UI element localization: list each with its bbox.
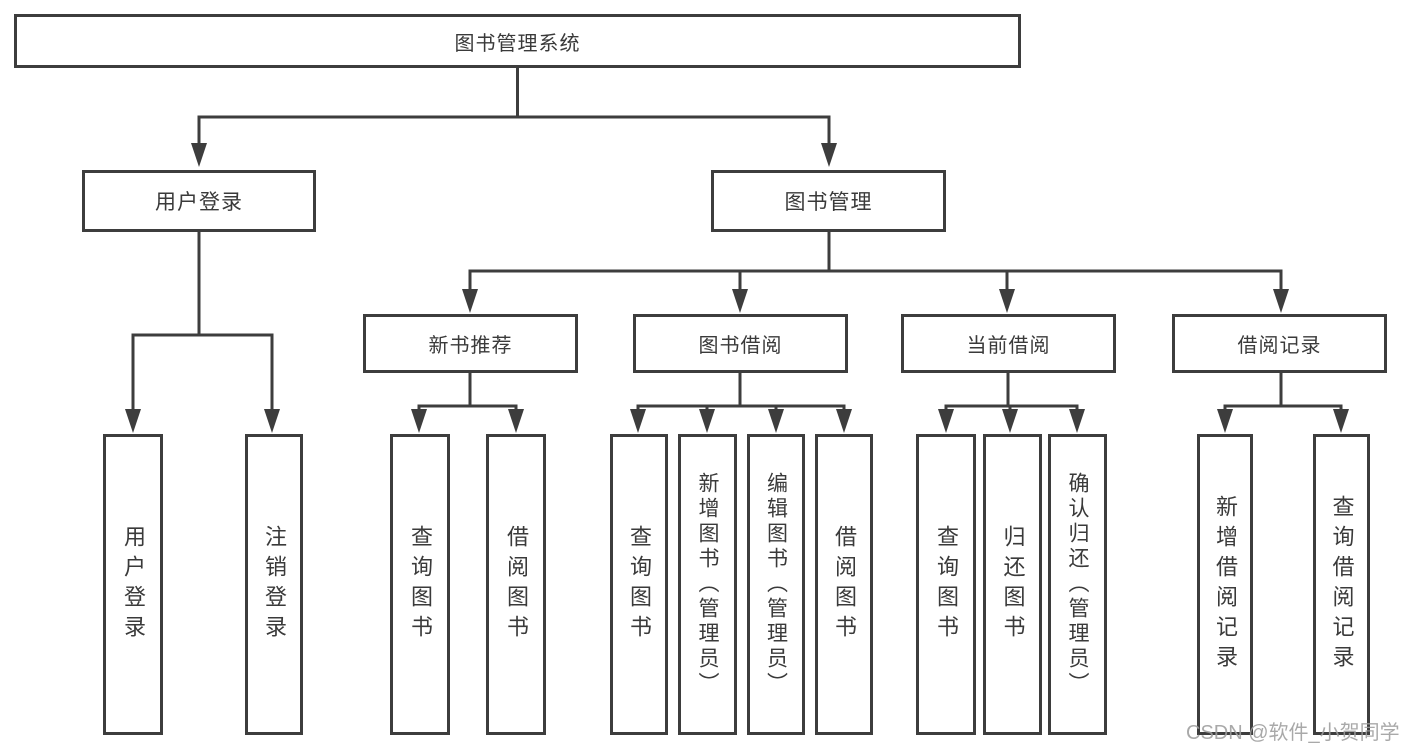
leaf-query-books-borrowing: 查询图书 xyxy=(610,434,668,735)
node-label: 当前借阅 xyxy=(966,335,1051,357)
node-label: 借阅图书 xyxy=(504,524,529,645)
node-label: 查询借阅记录 xyxy=(1329,494,1355,675)
node-current-borrowing: 当前借阅 xyxy=(901,314,1116,373)
node-label: 图书管理系统 xyxy=(454,32,581,55)
node-label: 编辑图书（管理员） xyxy=(764,472,788,697)
node-label: 归还图书 xyxy=(1000,524,1026,645)
node-label: 查询图书 xyxy=(934,524,959,645)
watermark-csdn: CSDN @软件_小贺同学 xyxy=(1186,722,1400,744)
leaf-edit-book-admin: 编辑图书（管理员） xyxy=(747,434,805,735)
node-label: 用户登录 xyxy=(155,191,243,214)
leaf-confirm-return-admin: 确认归还（管理员） xyxy=(1048,434,1107,735)
node-label: 新增借阅记录 xyxy=(1213,494,1238,675)
node-new-book-recommend: 新书推荐 xyxy=(363,314,578,373)
node-label: 新书推荐 xyxy=(428,335,513,357)
leaf-query-borrow-record: 查询借阅记录 xyxy=(1313,434,1370,735)
leaf-query-books-recommend: 查询图书 xyxy=(390,434,450,735)
node-label: 注销登录 xyxy=(262,524,287,645)
node-user-login: 用户登录 xyxy=(82,170,316,232)
node-book-management: 图书管理 xyxy=(711,170,946,232)
node-label: 图书借阅 xyxy=(698,335,783,357)
leaf-return-books: 归还图书 xyxy=(983,434,1042,735)
leaf-borrow-books-recommend: 借阅图书 xyxy=(486,434,546,735)
node-book-borrowing: 图书借阅 xyxy=(633,314,848,373)
node-borrow-records: 借阅记录 xyxy=(1172,314,1387,373)
leaf-borrow-books-borrowing: 借阅图书 xyxy=(815,434,873,735)
node-label: 借阅图书 xyxy=(832,524,857,645)
node-library-system: 图书管理系统 xyxy=(14,14,1021,68)
node-label: 借阅记录 xyxy=(1237,335,1322,357)
leaf-logout: 注销登录 xyxy=(245,434,303,735)
node-label: 图书管理 xyxy=(784,191,873,214)
node-label: 查询图书 xyxy=(627,524,652,645)
node-label: 用户登录 xyxy=(121,524,146,645)
node-label: 查询图书 xyxy=(408,524,433,645)
leaf-add-borrow-record: 新增借阅记录 xyxy=(1197,434,1253,735)
node-label: 确认归还（管理员） xyxy=(1066,472,1089,697)
leaf-add-book-admin: 新增图书（管理员） xyxy=(678,434,737,735)
leaf-user-login: 用户登录 xyxy=(103,434,163,735)
leaf-query-books-current: 查询图书 xyxy=(916,434,976,735)
node-label: 新增图书（管理员） xyxy=(696,472,719,697)
